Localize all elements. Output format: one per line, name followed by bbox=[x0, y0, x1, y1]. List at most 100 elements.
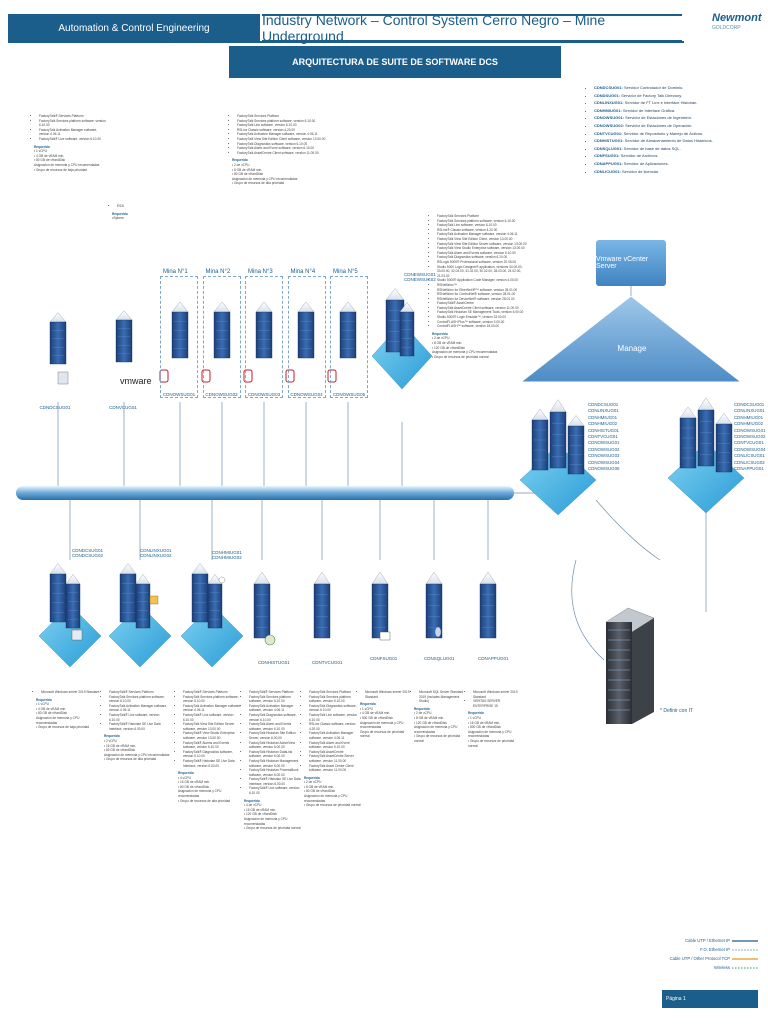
cluster-vm-label: CDNDCSUG01 bbox=[734, 402, 765, 407]
bottom-spec-block: FactoryTalk® Services PlatformFactoryTal… bbox=[178, 690, 242, 803]
spec-items: Microsoft Windows server 2019 Standard bbox=[360, 690, 412, 699]
bottom-server-label: CDNDCSUG01 CDNDCSUG02 bbox=[72, 548, 104, 558]
mina-host-label: CDNOWSUG01 bbox=[162, 392, 196, 397]
server-mina-icon bbox=[171, 301, 189, 359]
storage-rack bbox=[605, 607, 655, 724]
server-desc: Servidor de Repositorio y Manejo de Acti… bbox=[622, 130, 704, 136]
server-desc: Servidor Controlador de Dominio. bbox=[622, 85, 684, 90]
cluster-vm-label: CDNOWSUG01 bbox=[588, 440, 620, 446]
req-item: • Grupo de recursos de alta prioridad bbox=[178, 798, 231, 803]
mina-title: Mina N°2 bbox=[205, 269, 231, 275]
req-item: • 80 GB de vHardDisk bbox=[232, 172, 264, 177]
req-item: Asignación de memoria y CPU recomendadas bbox=[432, 350, 498, 355]
req-item: • 500 GB de vHardDisk bbox=[468, 725, 501, 730]
spec-item: FactoryTalk Alarm and Events software, v… bbox=[249, 722, 304, 731]
spec-item: FactoryTalk® Services Platform bbox=[249, 690, 304, 695]
server-desc: Servidor de Archivos. bbox=[619, 153, 659, 159]
server-code: CDNAPPUG01: bbox=[594, 160, 623, 166]
spec-items: FactoryTalk Services PlatformFactoryTalk… bbox=[232, 114, 332, 155]
spec-item: FactoryTalk Historian DataLink software,… bbox=[249, 750, 304, 759]
req-item: • 80 GB de vHardDisk bbox=[104, 748, 136, 753]
bottom-spec-block: FactoryTalk® Services PlatformFactoryTal… bbox=[104, 690, 170, 762]
bottom-server-icon-2 bbox=[207, 573, 223, 629]
req-item: • 4 GB de vRAM min. bbox=[36, 706, 67, 711]
bottom-server-label: CDNAPPUG01 bbox=[478, 656, 509, 661]
spec-items: Microsoft Windows server 2019 StandardVE… bbox=[468, 690, 520, 708]
spec-item: FactoryTalk Historian Site Edition Serve… bbox=[249, 731, 304, 740]
req-item: • 4 de vCPU bbox=[244, 803, 262, 808]
server-body bbox=[567, 425, 585, 475]
server-legend-item: CDNOWSUG01: Servidor de Estaciones de In… bbox=[594, 114, 764, 122]
sql-database-icon bbox=[434, 626, 442, 638]
req-item: Asignación de memoria y CPU recomendadas bbox=[104, 752, 170, 757]
cluster-vm-label: CDNOWSUG03 bbox=[588, 453, 620, 459]
req-list: vSphere bbox=[112, 216, 142, 221]
req-item: • 1 vCPU bbox=[34, 149, 47, 154]
req-item: • 8 GB de vRAM min. bbox=[304, 784, 335, 789]
spec-items: FactoryTalk Services PlatformFactoryTalk… bbox=[432, 214, 534, 329]
req-item: • Grupo de recursos de baja prioridad bbox=[36, 725, 90, 730]
req-item: • 80 GB de vHardDisk bbox=[34, 158, 66, 163]
server-body bbox=[371, 583, 389, 639]
server-code: CDNHMIUG01: bbox=[594, 107, 622, 113]
spec-item: FactoryTalk View Site Edition Client sof… bbox=[237, 137, 332, 142]
req-item: • 2 de vCPU bbox=[232, 162, 250, 167]
spec-item: FactoryTalk Services platform software, … bbox=[39, 119, 106, 128]
req-item: • 1 vCPU bbox=[36, 702, 49, 707]
spec-item: FactoryTalk View Site Edition Client, ve… bbox=[437, 237, 534, 242]
bottom-server-icon bbox=[119, 563, 137, 623]
server-body bbox=[339, 311, 357, 359]
spec-item: Microsoft SQL Server Standard 2019 (incl… bbox=[419, 690, 466, 704]
rack-side bbox=[632, 618, 654, 724]
rack-front bbox=[606, 622, 632, 724]
req-item: • Grupo de recursos de prioridad normal bbox=[244, 826, 301, 831]
req-item: • 2 de vCPU bbox=[414, 711, 432, 716]
mina-title: Mina N°5 bbox=[333, 269, 358, 275]
req-item: Asignación de memoria y CPU recomendadas bbox=[304, 794, 348, 803]
mina-title: Mina N°1 bbox=[163, 269, 188, 275]
bottom-server-label: CDNFSUG01 bbox=[370, 656, 398, 661]
cluster-vm-label: CDNOWSUG02 bbox=[588, 446, 620, 452]
spec-item: FactoryTalk® AssetCentre bbox=[437, 301, 534, 306]
req-item: • 2 vCPU bbox=[104, 738, 117, 743]
req-item: • Grupo de recursos de prioridad normal bbox=[468, 738, 515, 748]
spec-item: FactoryTalk® Historian SE Live Data Inte… bbox=[109, 722, 170, 731]
req-item: • 1 vCPU bbox=[468, 715, 481, 720]
cluster-left-srv2 bbox=[549, 399, 567, 469]
hmi-terminal-icon bbox=[201, 369, 211, 383]
req-item: • 120 GB de vHardDisk bbox=[432, 345, 465, 350]
spec-item: FactoryTalk Services platform software, … bbox=[249, 695, 304, 704]
bottom-server-label: CDNLINXUG01 CDNLINXUG02 bbox=[140, 548, 172, 558]
server-legend-item: CDNTVCUG01: Servidor de Repositorio y Ma… bbox=[594, 130, 764, 138]
req-item: • Grupo de recursos de alta prioridad bbox=[232, 181, 285, 186]
server-desc: Servidor de Estaciones de Ingeniería. bbox=[624, 115, 692, 121]
spec-item: FactoryTalk Services platform software, … bbox=[309, 695, 362, 704]
server-legend-list: CDNDCSUG01: Servidor Controlador de Domi… bbox=[588, 84, 764, 175]
spec-item: FactoryTalk Services Platform bbox=[309, 690, 362, 695]
server-body bbox=[49, 573, 67, 623]
req-item: Asignación de memoria y CPU recomendadas bbox=[360, 720, 404, 730]
req-item: • Grupo de recursos de baja prioridad bbox=[34, 167, 88, 172]
server-code: CDNDSUG01: bbox=[594, 92, 621, 98]
cluster-vm-label: CDNAPPUG01 bbox=[734, 466, 764, 472]
bottom-spec-block: Microsoft Windows server 2019 StandardVE… bbox=[468, 690, 520, 748]
spec-item: Studio 5000® Application Code Manager, v… bbox=[437, 278, 534, 283]
server-body bbox=[49, 321, 67, 365]
spec-workstations: FactoryTalk Services PlatformFactoryTalk… bbox=[232, 114, 332, 186]
spec-item: FactoryTalk Services platform software, … bbox=[109, 695, 170, 704]
server-mina-icon bbox=[297, 301, 315, 359]
spec-item: RSLinx® Classic software, version 4.20.0… bbox=[437, 228, 534, 233]
bottom-server-icon bbox=[253, 571, 271, 639]
server-desc: Servidor de Factory Talk Directory. bbox=[620, 92, 683, 98]
spec-item: FactoryTalk Activation Manager software,… bbox=[237, 132, 332, 137]
spec-item: RSNetWorx™ bbox=[437, 283, 534, 288]
spec-item: FactoryTalk Activation Manager software,… bbox=[309, 731, 362, 740]
spec-item: FactoryTalk® Linx software, version 6.10… bbox=[183, 713, 242, 722]
spec-item: FactoryTalk AssetCentre Client software,… bbox=[237, 151, 332, 156]
cluster-right-srv3 bbox=[715, 413, 733, 473]
spec-item: FactoryTalk View Site Edition Server sof… bbox=[437, 242, 534, 247]
server-body bbox=[65, 583, 81, 629]
